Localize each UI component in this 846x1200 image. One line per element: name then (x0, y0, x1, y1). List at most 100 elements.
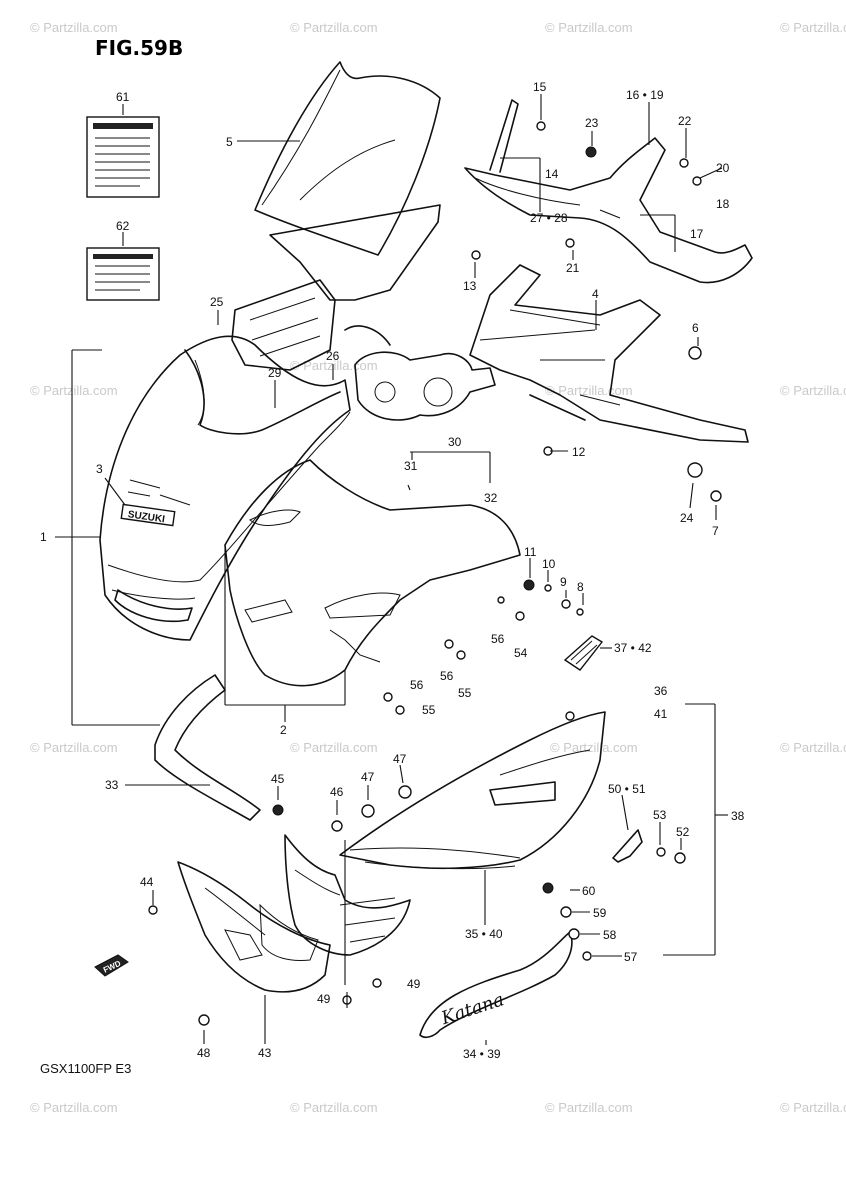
callout-label: 9 (560, 575, 567, 589)
callout-label: 54 (514, 646, 528, 660)
inner-panel (154, 674, 261, 821)
callout-label: 15 (533, 80, 547, 94)
katana-emblem: Katana (419, 931, 573, 1038)
callout-label: 33 (105, 778, 119, 792)
emblem-script: Katana (438, 989, 507, 1029)
watermark: © Partzilla.com (550, 740, 638, 755)
callout-label: 55 (422, 703, 436, 717)
callout-label: 36 (654, 684, 668, 698)
callout-label: 57 (624, 950, 638, 964)
callout-label: 48 (197, 1046, 211, 1060)
callout-label: 56 (410, 678, 424, 692)
watermark: © Partzilla.com (290, 20, 378, 35)
lower-fairing (339, 711, 606, 870)
mirror-mount (354, 351, 496, 421)
callout-label: 56 (440, 669, 454, 683)
callout-label: 38 (731, 809, 745, 823)
figure-title: FIG.59B (95, 36, 183, 60)
side-bracket (612, 829, 643, 863)
watermark: © Partzilla.com (290, 1100, 378, 1115)
callout-label: 60 (582, 884, 596, 898)
callout-label: 1 (40, 530, 47, 544)
callout-label: 53 (653, 808, 667, 822)
callout-label: 26 (326, 349, 340, 363)
watermark-layer: © Partzilla.com © Partzilla.com © Partzi… (30, 20, 846, 1115)
callout-label: 52 (676, 825, 690, 839)
callout-label: 32 (484, 491, 498, 505)
fasteners (148, 121, 722, 1026)
callout-label: 7 (712, 524, 719, 538)
callout-label: 44 (140, 875, 154, 889)
leader-lines (55, 94, 728, 1045)
callout-label: 25 (210, 295, 224, 309)
callout-label: 23 (585, 116, 599, 130)
callout-label: 34 • 39 (463, 1047, 501, 1061)
callout-label: 18 (716, 197, 730, 211)
inner-lower-panel (177, 861, 331, 993)
watermark: © Partzilla.com (545, 20, 633, 35)
callout-label: 62 (116, 219, 130, 233)
front-bracket (231, 204, 441, 371)
callout-label: 22 (678, 114, 692, 128)
callout-label: 10 (542, 557, 556, 571)
watermark: © Partzilla.com (30, 383, 118, 398)
watermark: © Partzilla.com (290, 740, 378, 755)
callout-label: 59 (593, 906, 607, 920)
callout-label: 61 (116, 90, 130, 104)
callout-label: 6 (692, 321, 699, 335)
callout-label: 4 (592, 287, 599, 301)
watermark: © Partzilla.com (780, 1100, 846, 1115)
callout-label: 5 (226, 135, 233, 149)
callout-label: 46 (330, 785, 344, 799)
callout-label: 11 (524, 545, 537, 559)
watermark: © Partzilla.com (545, 383, 633, 398)
callout-label: 45 (271, 772, 285, 786)
callout-label: 50 • 51 (608, 782, 646, 796)
callout-label: 3 (96, 462, 103, 476)
callout-label: 2 (280, 723, 287, 737)
callout-label: 47 (393, 752, 407, 766)
callout-label: 27 • 28 (530, 211, 568, 225)
callout-label: 56 (491, 632, 505, 646)
callout-label: 14 (545, 167, 559, 181)
callout-label: 24 (680, 511, 694, 525)
watermark: © Partzilla.com (30, 1100, 118, 1115)
lower-center-panel (284, 834, 411, 956)
callout-label: 55 (458, 686, 472, 700)
center-cowl (224, 459, 521, 687)
warning-label-62 (86, 247, 160, 301)
callout-label: 47 (361, 770, 375, 784)
model-code: GSX1100FP E3 (40, 1061, 131, 1076)
fairing-frame (469, 264, 749, 443)
callout-label: 13 (463, 279, 477, 293)
fwd-arrow-icon: FWD (94, 954, 129, 977)
callout-label: 49 (317, 992, 331, 1006)
callout-label: 49 (407, 977, 421, 991)
watermark: © Partzilla.com (545, 1100, 633, 1115)
callout-label: 37 • 42 (614, 641, 652, 655)
fwd-text: FWD (102, 959, 123, 975)
callout-label: 35 • 40 (465, 927, 503, 941)
callout-layer: 61 62 5 15 16 • 19 23 22 20 18 14 27 • 2… (40, 80, 745, 1061)
callout-label: 58 (603, 928, 617, 942)
callout-label: 8 (577, 580, 584, 594)
callout-label: 29 (268, 366, 282, 380)
watermark: © Partzilla.com (30, 20, 118, 35)
upper-cowl: SUZUKI (99, 335, 351, 641)
callout-label: 41 (654, 707, 668, 721)
callout-label: 17 (690, 227, 704, 241)
reflector (563, 635, 604, 671)
warning-label-61 (86, 116, 160, 198)
callout-label: 12 (572, 445, 586, 459)
callout-label: 21 (566, 261, 580, 275)
callout-label: 16 • 19 (626, 88, 664, 102)
callout-label: 20 (716, 161, 730, 175)
watermark: © Partzilla.com (780, 383, 846, 398)
watermark: © Partzilla.com (780, 740, 846, 755)
windscreen (254, 61, 441, 256)
callout-label: 30 (448, 435, 462, 449)
upper-bracket (464, 99, 753, 284)
callout-label: 43 (258, 1046, 272, 1060)
callout-label: 31 (404, 459, 418, 473)
